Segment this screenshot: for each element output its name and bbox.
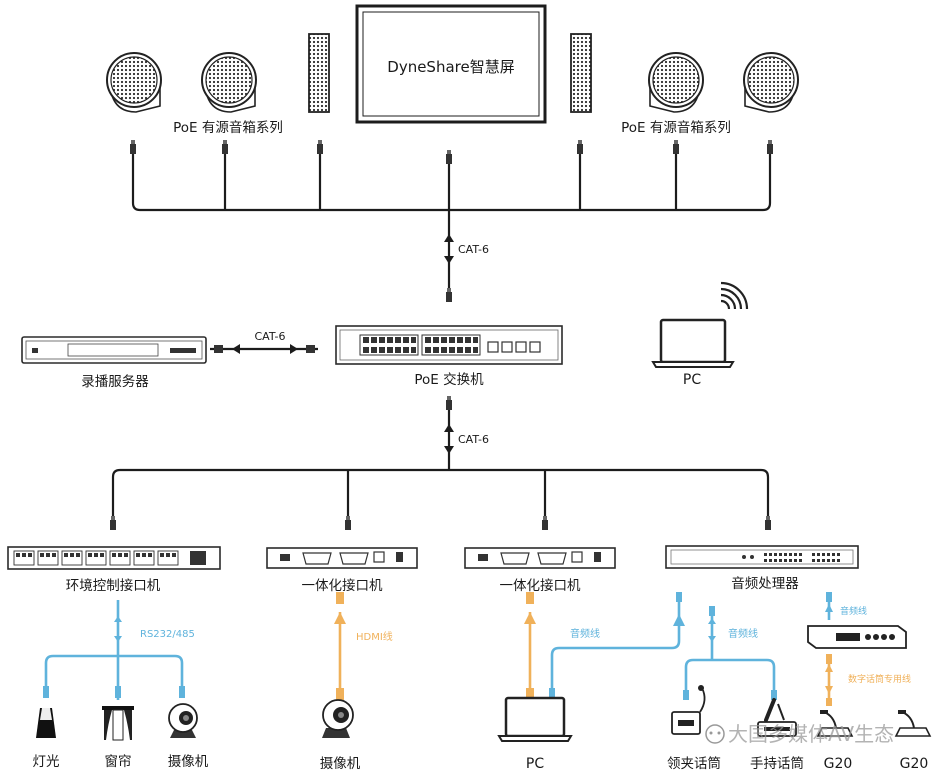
smart-screen-title: DyneShare智慧屏 [387,58,514,76]
hdmi-label: HDMI线 [356,630,393,643]
light-icon [36,708,56,738]
audio-processor-label: 音频处理器 [731,575,799,592]
recording-server-label: 录播服务器 [81,374,149,390]
camera-2-label: 摄像机 [320,756,361,772]
env-control-interface [7,546,221,570]
light-label: 灯光 [33,754,60,770]
mic-host-unit [807,625,907,649]
mic-audio-cable [683,606,777,700]
wireless-pc-label: PC [683,372,701,388]
watermark-text: 大国多媒体AV生态 [728,722,894,746]
hdmi-cable [334,592,346,700]
round-speaker-left-1 [106,52,162,113]
lower-cable-bus [110,396,771,530]
env-control-label: 环境控制接口机 [66,577,161,594]
round-speaker-left-2 [201,52,257,113]
integrated-interface-2 [464,547,616,569]
rs232-label: RS232/485 [140,629,195,640]
smart-screen: DyneShare智慧屏 [355,4,547,124]
integrated-interface-1-label: 一体化接口机 [302,577,383,594]
desk-laptop [497,696,573,742]
camera-1-label: 摄像机 [168,754,209,770]
wireless-laptop [651,318,735,368]
lapel-mic-icon [671,685,706,735]
top-cable-bus [130,140,773,302]
lapel-mic-label: 领夹话筒 [667,755,721,772]
server-switch-link [210,344,318,354]
poe-switch-label: PoE 交换机 [414,371,484,388]
speaker-series-right-label: PoE 有源音箱系列 [621,119,731,136]
camera-icon-1 [168,703,198,738]
audio-processor [665,545,859,569]
column-speaker-right [570,33,592,113]
digital-mic-cable [825,654,833,706]
curtain-icon [102,706,134,741]
g20-audio-label: 音频线 [840,605,867,617]
handheld-mic-icon [757,698,797,737]
pc-hdmi-cable [524,592,536,700]
watermark: 大国多媒体AV生态 [705,722,894,746]
rs232-cable-tree [43,600,185,700]
pc-audio-label: 音频线 [570,627,600,640]
cat6-server-label: CAT-6 [254,330,285,343]
pc-audio-cable [549,592,685,698]
handheld-mic-label: 手持话筒 [750,755,804,772]
cat6-top-label: CAT-6 [458,243,489,256]
desk-pc-label: PC [526,756,544,772]
g20-audio-cable [825,592,833,620]
g20-mic-icon-1 [816,710,854,737]
recording-server [21,336,207,364]
mic-audio-label: 音频线 [728,627,758,640]
g20-label-2: G20 [900,756,929,772]
g20-label-1: G20 [824,756,853,772]
round-speaker-right-1 [648,52,704,113]
speaker-series-left-label: PoE 有源音箱系列 [173,119,283,136]
camera-icon-2 [322,699,354,738]
cat6-bottom-label: CAT-6 [458,433,489,446]
g20-mic-icon-2 [894,710,932,737]
column-speaker-left [308,33,330,113]
integrated-interface-2-label: 一体化接口机 [500,577,581,594]
round-speaker-right-2 [743,52,799,113]
poe-switch [335,325,563,365]
integrated-interface-1 [266,547,418,569]
wifi-icon [720,281,749,310]
curtain-label: 窗帘 [105,753,132,770]
digital-mic-label: 数字话筒专用线 [848,673,911,685]
